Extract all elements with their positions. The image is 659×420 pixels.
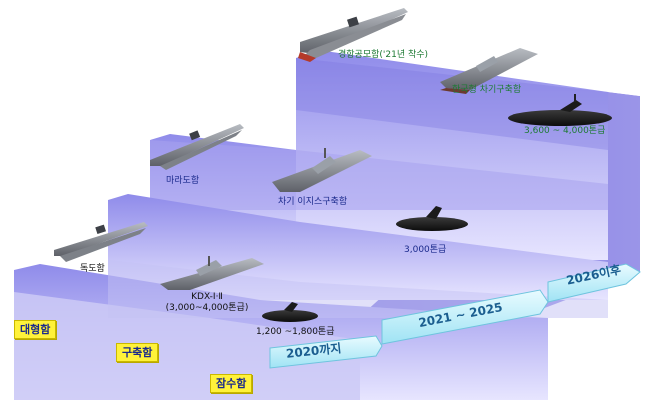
outline-mask-right bbox=[608, 0, 659, 420]
kddx-ship-icon bbox=[440, 48, 538, 94]
outline-mask-bottom bbox=[0, 400, 659, 420]
kdx-ship-icon bbox=[160, 256, 264, 290]
carrier-label: 경항공모함('21년 착수) bbox=[338, 50, 429, 60]
large-submarine-label: 3,600 ~ 4,000톤급 bbox=[524, 126, 606, 136]
kddx-label: 한국형 차기구축함 bbox=[452, 85, 522, 95]
small-submarine-label: 1,200 ~1,800톤급 bbox=[256, 327, 335, 337]
marado-label: 마라도함 bbox=[166, 176, 200, 186]
mid-submarine-label: 3,000톤급 bbox=[404, 245, 447, 255]
step-3-top bbox=[150, 140, 608, 210]
step-4-shadow bbox=[296, 58, 608, 150]
step-1-band bbox=[14, 292, 360, 400]
phase-arrow-1 bbox=[269, 335, 383, 369]
category-destroyer: 구축함 bbox=[116, 343, 159, 362]
aegis-label: 차기 이지스구축함 bbox=[278, 197, 348, 207]
category-submarine: 잠수함 bbox=[210, 374, 253, 393]
outline-mask-left bbox=[0, 0, 296, 270]
dokdo-ship-icon bbox=[54, 222, 148, 262]
marado-ship-icon bbox=[150, 124, 244, 170]
mid-submarine-icon bbox=[396, 206, 468, 231]
aegis-ship-icon bbox=[272, 148, 372, 192]
category-large-ship: 대형함 bbox=[14, 320, 57, 339]
phase-arrow-3 bbox=[547, 263, 641, 303]
phase-arrow-2 bbox=[381, 289, 549, 345]
large-submarine-icon bbox=[508, 94, 612, 126]
small-submarine-icon bbox=[262, 302, 318, 322]
phase-arrows bbox=[269, 263, 641, 369]
kdx-tonnage-label: (3,000~4,000톤급) bbox=[165, 303, 249, 313]
carrier-ship-icon bbox=[298, 8, 408, 62]
kdx-label: KDX-Ⅰ·Ⅱ bbox=[191, 292, 223, 302]
dokdo-label: 독도함 bbox=[80, 264, 105, 274]
